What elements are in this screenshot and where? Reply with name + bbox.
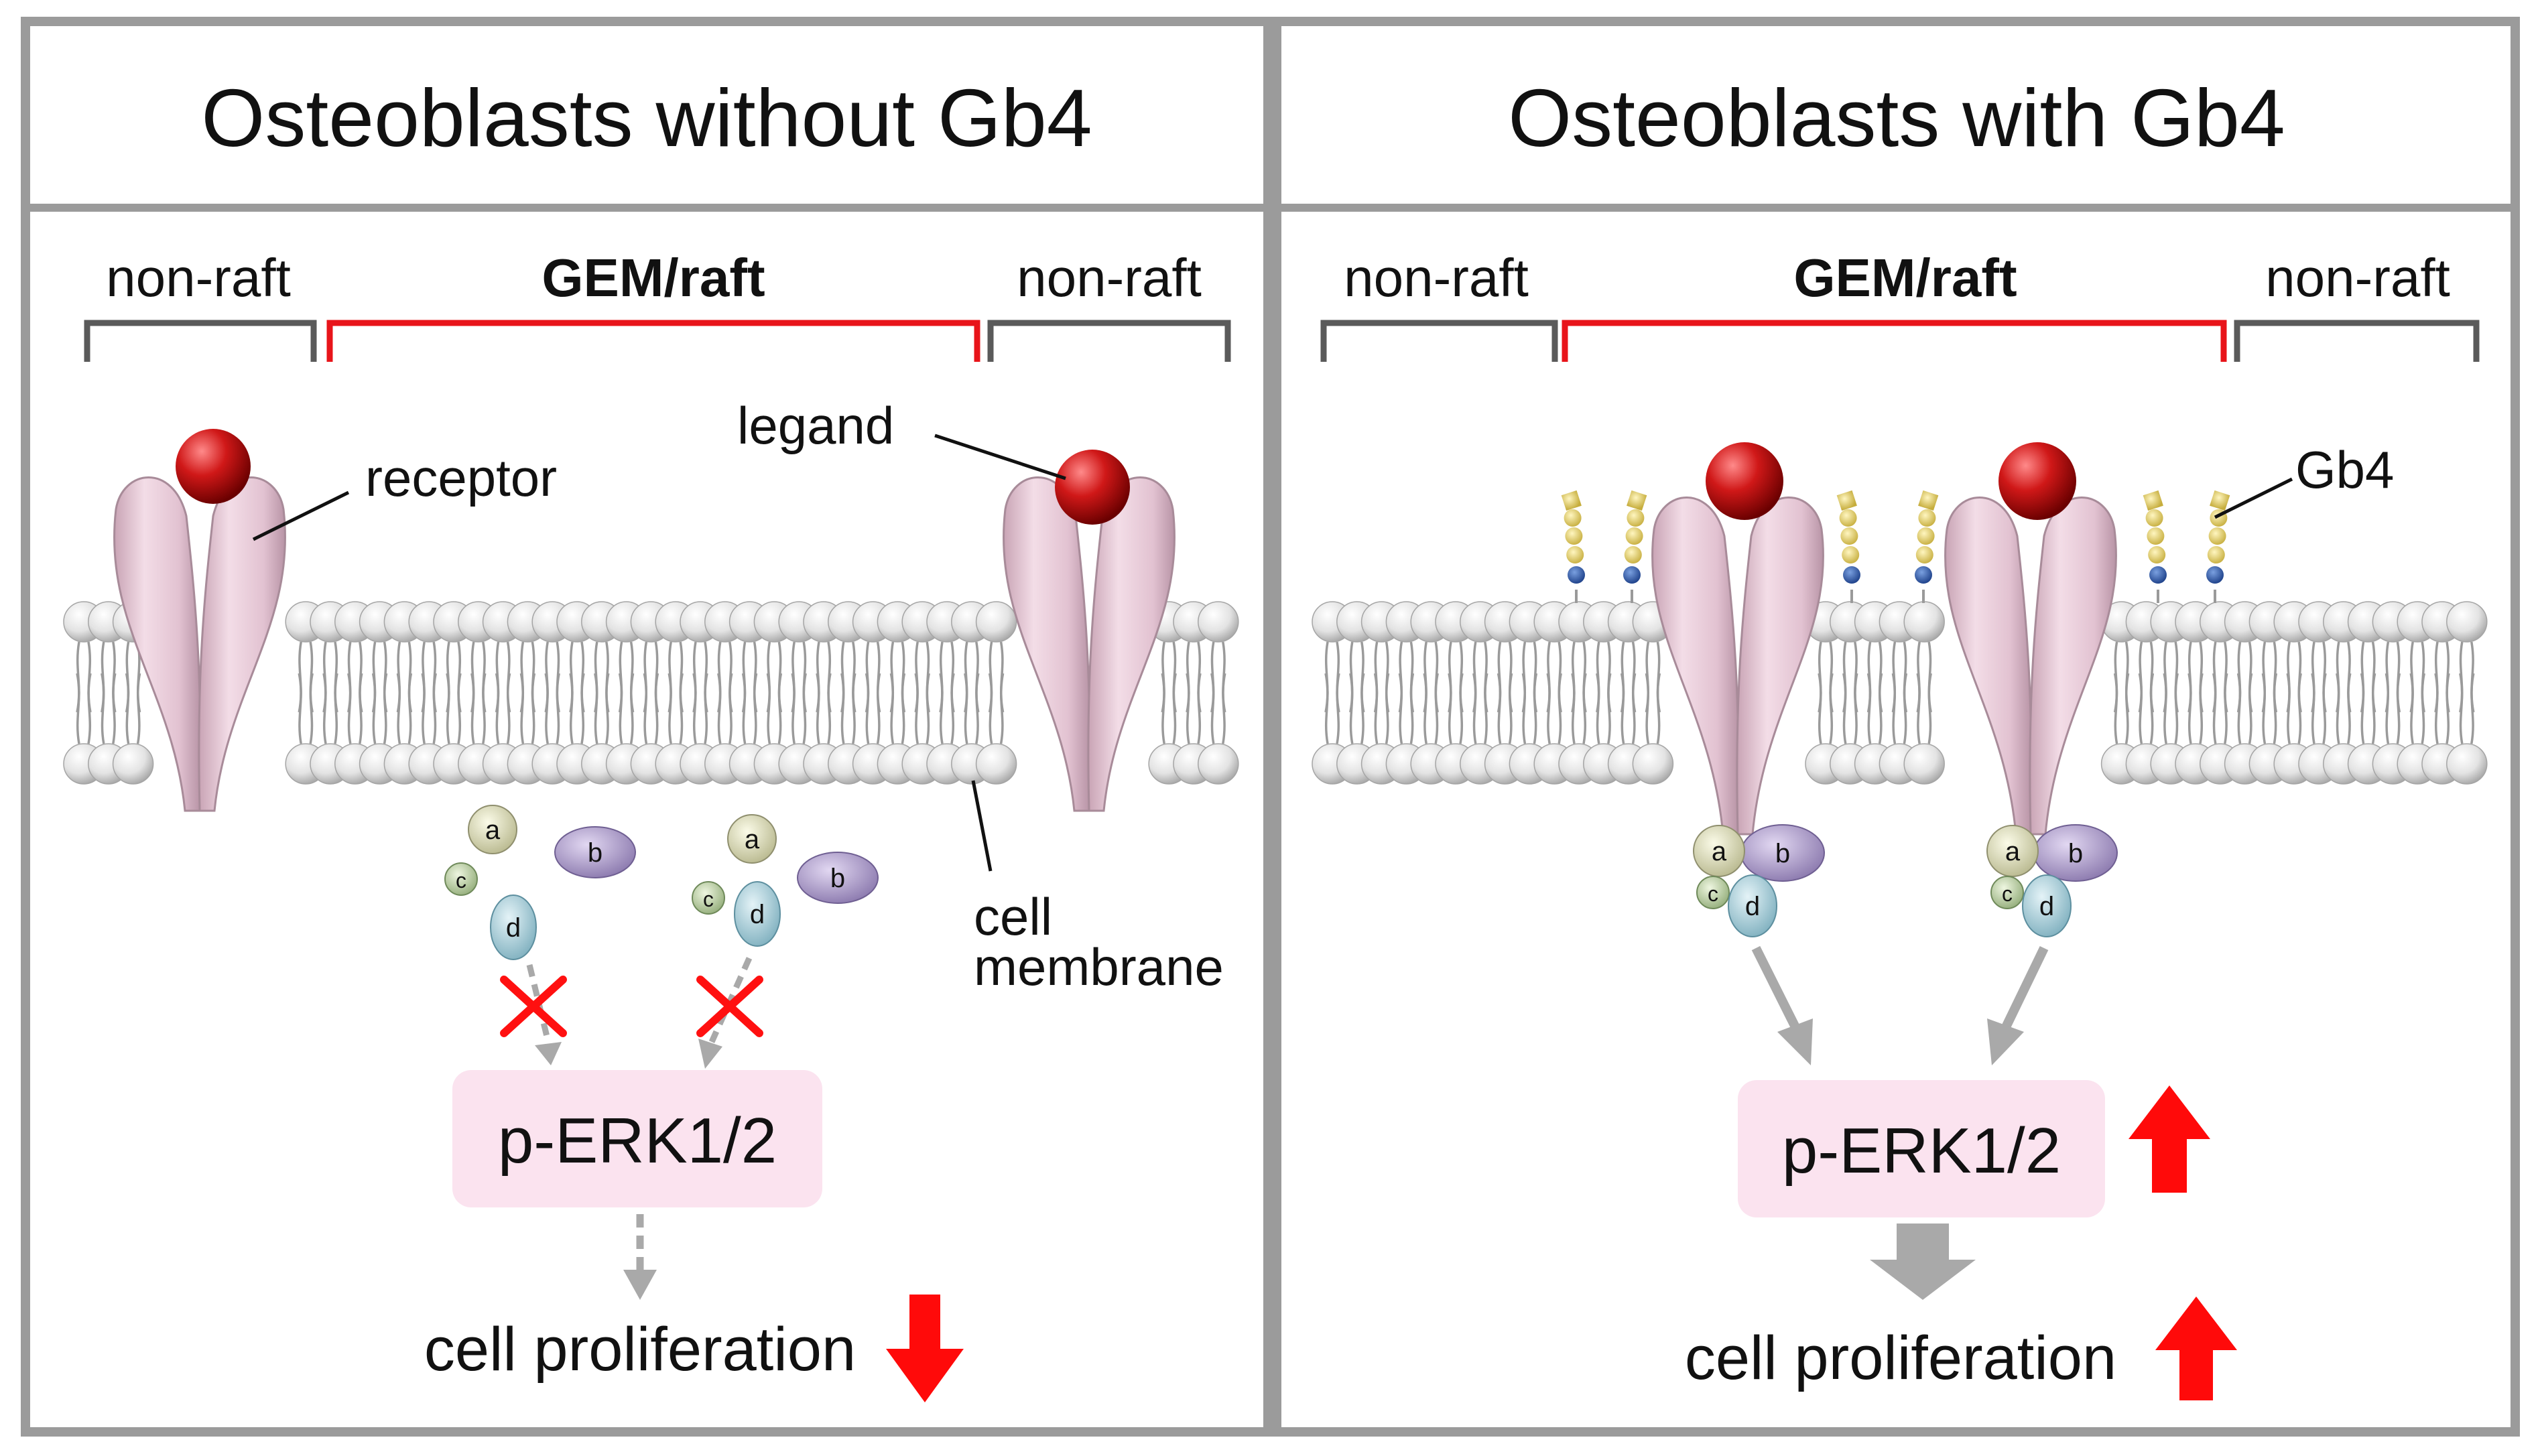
right-outcome-label: cell proliferation [1685,1324,2116,1392]
right-region-raft: GEM/raft [1793,248,2017,308]
left-subunits-group-1: a b c d [444,805,636,960]
right-nonraft-bracket-1 [1320,320,1558,362]
left-nonraft-bracket-2 [987,320,1231,362]
subunit-c [444,862,478,896]
left-region-nonraft-right: non-raft [1017,248,1202,308]
receptor-label: receptor [365,448,557,507]
left-outcome-label: cell proliferation [424,1315,856,1384]
subunit-a [1693,825,1745,877]
left-signal-box [452,1070,822,1207]
subunit-b-label: b [1775,839,1790,868]
membrane-label-line1: cell [974,887,1052,946]
left-nonraft-bracket-1 [84,320,317,362]
subunit-b-label: b [2068,839,2083,868]
gb4-label: Gb4 [2295,440,2394,499]
subunit-d-label: d [1745,892,1760,921]
gb4-glycolipids [1561,490,2230,603]
block-x-mark-1 [500,976,567,1037]
right-signal-box [1738,1080,2105,1217]
subunit-c [692,881,725,915]
right-nonraft-bracket-2 [2234,320,2480,362]
subunit-a-label: a [1712,837,1727,866]
left-receptor-2 [1002,476,1176,812]
subunit-b-label: b [588,838,602,868]
subunit-d-label: d [2039,892,2054,921]
subunit-b [554,826,636,878]
receptor-pointer [252,490,350,541]
left-subunits-group-2: a b c d [692,814,879,947]
right-ligand-1 [1706,442,1783,520]
subunit-d [2022,874,2072,937]
right-ligand-2 [1998,442,2076,520]
right-cell-membrane [1312,601,2488,785]
right-signal-label: p-ERK1/2 [1782,1115,2061,1187]
left-panel-frame [21,17,1273,1437]
subunit-a-label: a [745,825,760,854]
right-thick-arrow [1870,1223,1976,1300]
block-x-mark-2 [696,976,763,1037]
left-region-nonraft-left: non-raft [106,248,291,308]
ligand-label: legand [737,396,894,455]
right-region-nonraft-right: non-raft [2265,248,2450,308]
left-cell-membrane [63,601,1239,785]
left-ligand-1 [176,429,251,504]
right-complex-2: b a c d [1986,824,2118,937]
subunit-d-label: d [506,913,521,943]
subunit-a [727,814,777,864]
right-signal-increase-arrow [2129,1085,2210,1193]
ligand-pointer [934,434,1066,480]
subunit-d [734,881,781,947]
left-receptor-1 [113,476,287,812]
subunit-b [797,852,879,904]
receptors [113,429,2118,836]
subunit-a-label: a [485,815,501,845]
right-panel-frame [1272,17,2520,1437]
left-panel-title: Osteoblasts without Gb4 [201,72,1092,163]
left-region-raft: GEM/raft [542,248,765,308]
membrane-label-line2: membrane [974,937,1224,996]
subunit-d [1728,874,1777,937]
right-receptor-2 [1944,497,2118,836]
right-activation-arrows [1751,945,2049,1065]
subunit-b-label: b [830,864,845,893]
panel-frames [21,17,2520,1437]
subunit-c [1696,876,1730,909]
left-dotted-arrow-head [623,1270,657,1300]
left-blocked-arrows [500,957,763,1069]
right-panel-title: Osteoblasts with Gb4 [1508,72,2285,163]
subunit-a [1986,825,2039,877]
subunit-c [1990,876,2024,909]
left-signal-label: p-ERK1/2 [498,1105,777,1177]
right-region-nonraft-left: non-raft [1344,248,1529,308]
subunit-d [490,895,537,960]
subunit-d-label: d [750,900,765,929]
subunit-c-label: c [703,887,714,911]
subunit-c-label: c [456,868,466,892]
left-ligand-2 [1055,450,1130,525]
subunit-c-label: c [2002,882,2013,906]
right-raft-bracket [1562,320,2227,362]
subunit-a-label: a [2005,837,2021,866]
right-increase-arrow [2155,1297,2237,1400]
subunit-c-label: c [1708,882,1718,906]
subunit-a [468,805,517,854]
membrane-pointer [971,780,993,872]
left-raft-bracket [326,320,980,362]
left-decrease-arrow [886,1295,964,1402]
gb4-pointer [2214,477,2293,519]
right-complex-1: b a c d [1693,824,1825,937]
right-receptor-1 [1651,497,1825,836]
